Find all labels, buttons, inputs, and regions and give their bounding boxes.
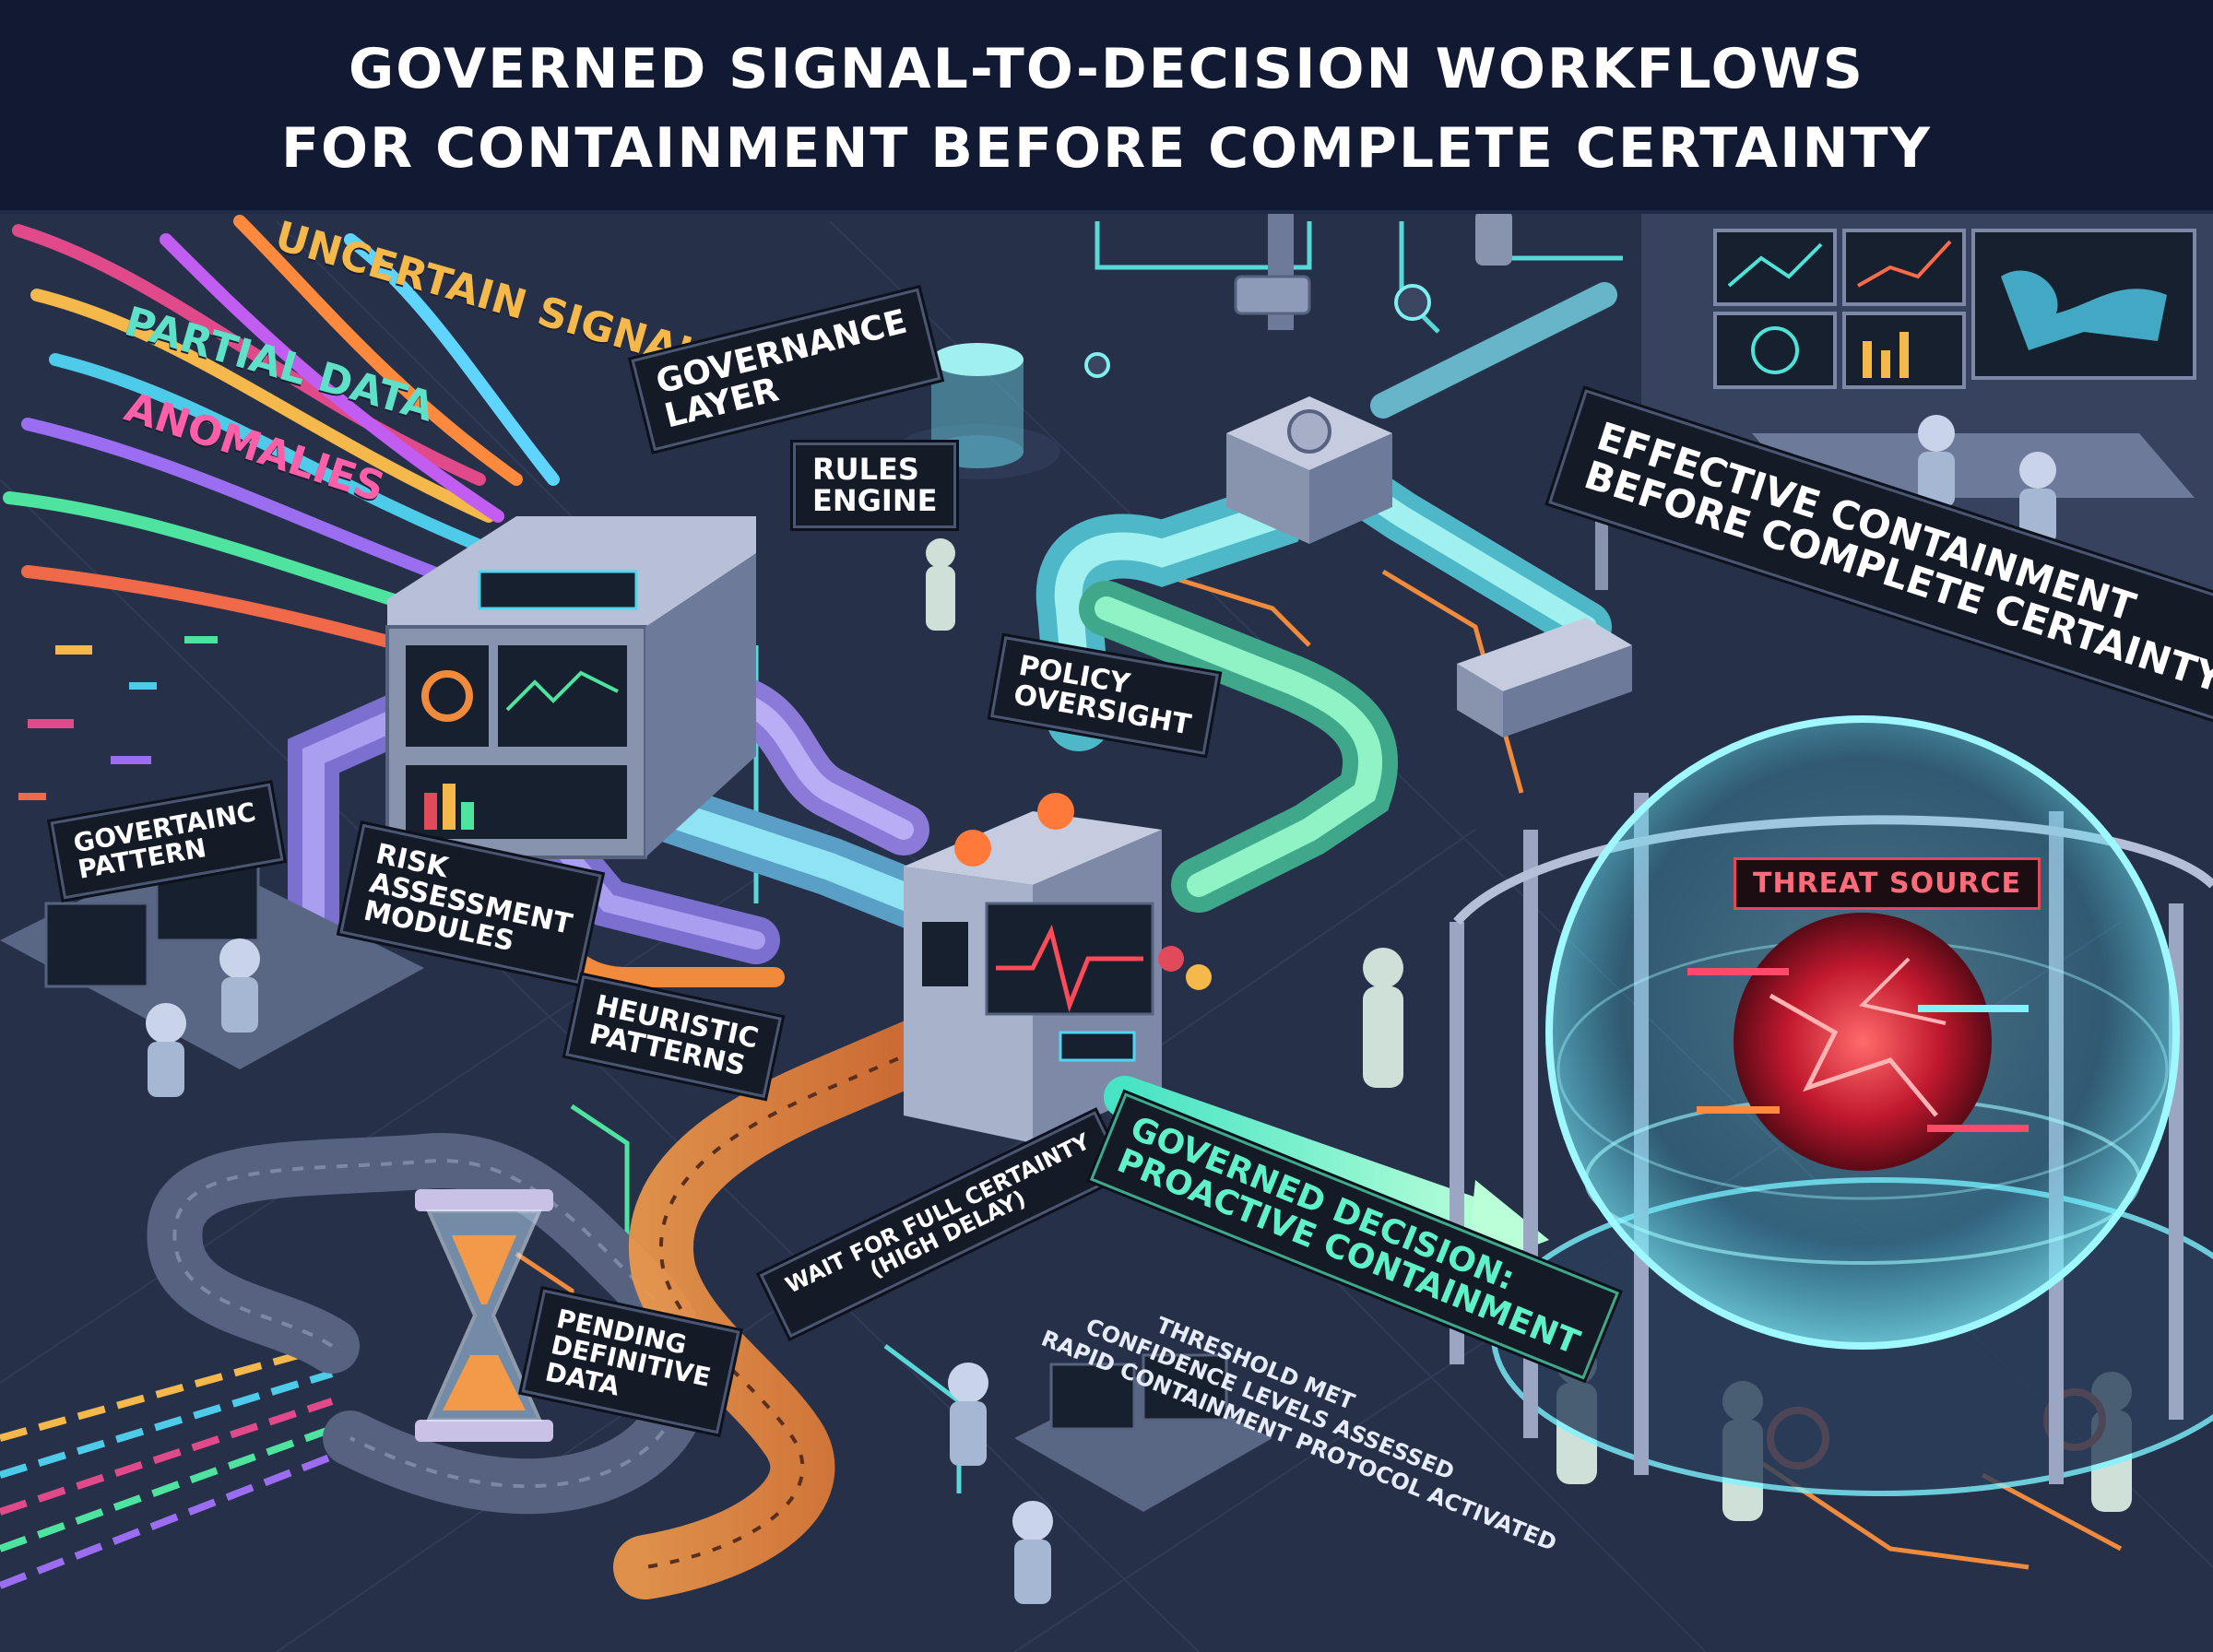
top-pipes bbox=[1084, 210, 1512, 378]
operator-desk-bottom bbox=[948, 1353, 1272, 1604]
pipe-network bbox=[288, 282, 1617, 985]
page-title-line-1: GOVERNED SIGNAL-TO-DECISION WORKFLOWS bbox=[348, 37, 1865, 101]
hourglass-icon bbox=[415, 1189, 553, 1442]
sensor-box bbox=[1457, 618, 1632, 738]
title-bar: GOVERNED SIGNAL-TO-DECISION WORKFLOWS FO… bbox=[0, 0, 2213, 214]
junction-box bbox=[1226, 396, 1392, 544]
incoming-streams bbox=[0, 1342, 334, 1589]
signal-confetti bbox=[18, 636, 218, 800]
rules-engine-label: RULES ENGINE bbox=[793, 442, 957, 529]
page-title-line-2: FOR CONTAINMENT BEFORE COMPLETE CERTAINT… bbox=[281, 116, 1932, 181]
threat-source-label: THREAT SOURCE bbox=[1734, 857, 2041, 910]
control-room bbox=[1641, 210, 2213, 701]
operator-desk-left bbox=[0, 848, 424, 1097]
containment-enclosure bbox=[1450, 715, 2213, 1496]
policy-console bbox=[904, 793, 1212, 1143]
governance-machine bbox=[385, 516, 756, 859]
